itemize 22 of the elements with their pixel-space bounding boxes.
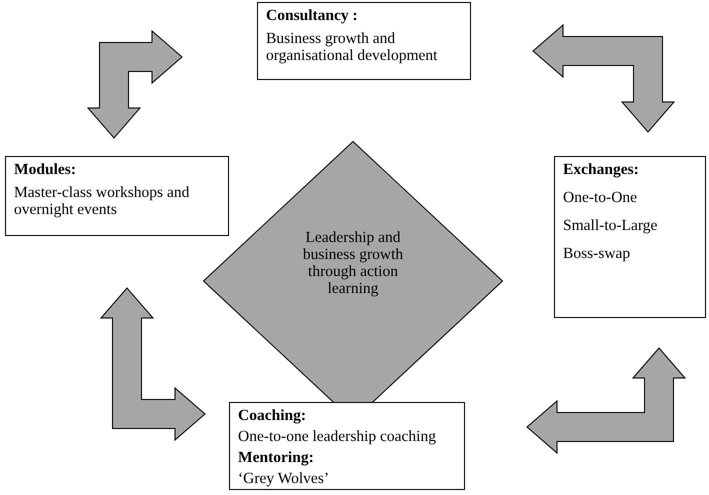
text-box (554, 156, 706, 318)
box-heading: Coaching: (238, 407, 308, 424)
text-box (257, 2, 471, 80)
bent-double-arrow (532, 24, 676, 133)
box-heading: Mentoring: (238, 449, 315, 466)
box-text: One-to-One (563, 189, 638, 206)
box-heading: Consultancy : (266, 7, 359, 24)
bent-double-arrow (526, 347, 686, 454)
box-text: Small-to-Large (563, 217, 658, 234)
box-text: Business growth and organisational development (266, 30, 438, 64)
box-text: Leadership and business growth through action learning (302, 229, 404, 297)
box-heading: Modules: (14, 161, 77, 178)
box-text: ‘Grey Wolves’ (238, 470, 330, 487)
box-heading: Exchanges: (563, 161, 640, 178)
box-text: One-to-one leadership coaching (238, 428, 437, 445)
box-text: Boss-swap (563, 245, 632, 262)
box-text: Master-class workshops and overnight events (14, 184, 190, 218)
bent-double-arrow (100, 287, 206, 442)
text-box (229, 402, 465, 490)
bent-double-arrow (86, 30, 183, 139)
text-box (5, 156, 229, 236)
decision-diamond (203, 141, 503, 402)
